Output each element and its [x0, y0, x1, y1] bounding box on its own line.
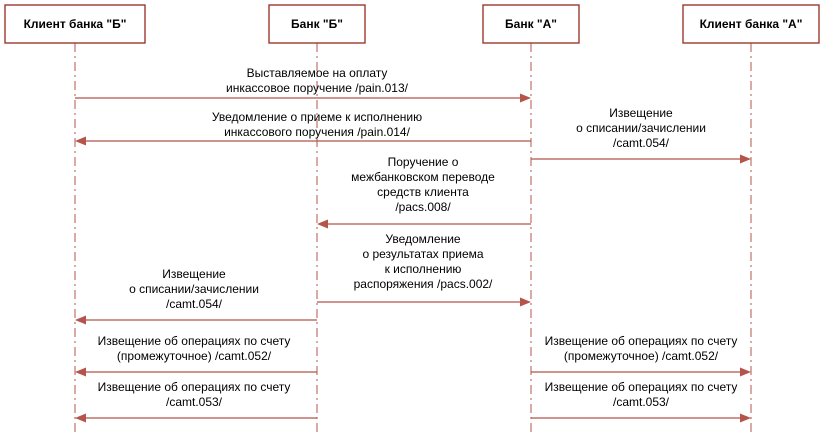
message-label: Уведомление о приеме к исполнению: [212, 110, 422, 124]
message-label: Извещение об операциях по счету: [98, 380, 291, 394]
message-label: /camt.054/: [613, 136, 670, 150]
actor-box: [268, 4, 366, 44]
message-label: межбанковском переводе: [351, 170, 495, 184]
arrowhead-icon: [740, 413, 751, 423]
message-10: Извещение об операциях по счету/camt.053…: [531, 380, 751, 423]
message-label: Выставляемое на оплату: [247, 66, 388, 80]
message-9: Извещение об операциях по счету/camt.053…: [75, 380, 317, 423]
message-label: Поручение о: [388, 155, 459, 169]
arrowhead-icon: [75, 413, 86, 423]
actor-label: Банк "Б": [291, 17, 343, 31]
actor-bank-a: Банк "А": [482, 4, 580, 44]
arrowhead-icon: [520, 297, 531, 307]
message-label: о результатах приема: [362, 247, 483, 261]
actor-client-a: Клиент банка "А": [682, 4, 820, 44]
actor-label: Клиент банка "Б": [24, 17, 127, 31]
message-label: /camt.053/: [166, 395, 223, 409]
arrowhead-icon: [75, 315, 86, 325]
arrowhead-icon: [740, 367, 751, 377]
message-label: о списании/зачислении: [576, 121, 706, 135]
arrowhead-icon: [520, 93, 531, 103]
message-2: Уведомление о приеме к исполнениюинкассо…: [75, 110, 531, 146]
message-8: Извещение об операциях по счету(промежут…: [531, 334, 751, 377]
message-label: средств клиента: [377, 185, 469, 199]
actor-label: Клиент банка "А": [700, 17, 803, 31]
message-label: /camt.053/: [613, 395, 670, 409]
message-label: Извещение об операциях по счету: [545, 334, 738, 348]
message-label: Уведомление: [385, 232, 461, 246]
message-label: (промежуточное) /camt.052/: [117, 349, 272, 363]
message-label: к исполнению: [385, 262, 462, 276]
message-label: Извещение об операциях по счету: [98, 334, 291, 348]
message-label: инкассового поручения /pain.014/: [224, 125, 411, 139]
message-label: инкассовое поручение /pain.013/: [226, 81, 409, 95]
actor-box: [682, 4, 820, 44]
actor-label: Банк "А": [505, 17, 557, 31]
message-label: о списании/зачислении: [129, 282, 259, 296]
message-label: Извещение: [162, 267, 226, 281]
message-label: Извещение: [609, 106, 673, 120]
actor-box: [482, 4, 580, 44]
message-7: Извещение об операциях по счету(промежут…: [75, 334, 317, 377]
message-label: (промежуточное) /camt.052/: [564, 349, 719, 363]
actor-client-b: Клиент банка "Б": [4, 4, 146, 44]
message-label: /pacs.008/: [395, 200, 451, 214]
actor-box: [4, 4, 146, 44]
arrowhead-icon: [317, 219, 328, 229]
arrowhead-icon: [75, 136, 86, 146]
message-label: /camt.054/: [166, 297, 223, 311]
message-label: Извещение об операциях по счету: [545, 380, 738, 394]
arrowhead-icon: [740, 154, 751, 164]
actor-bank-b: Банк "Б": [268, 4, 366, 44]
arrowhead-icon: [75, 367, 86, 377]
message-label: распоряжения /pacs.002/: [354, 277, 493, 291]
